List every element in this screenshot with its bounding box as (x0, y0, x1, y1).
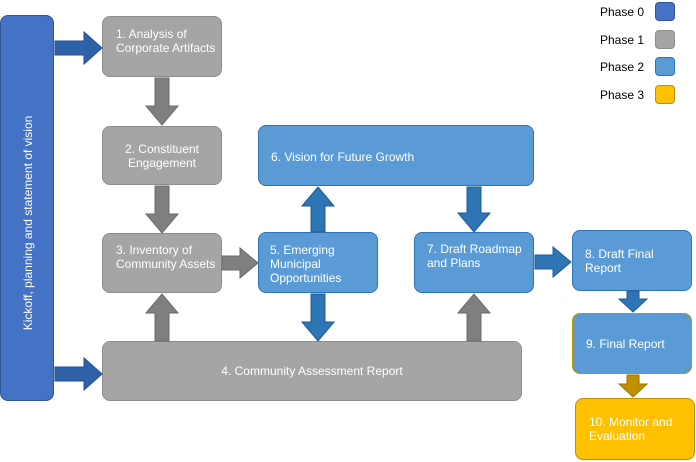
step-10-box: 10. Monitor and Evaluation (575, 398, 695, 460)
arrow-kickoff-to-step1 (54, 30, 103, 66)
step-2-box: 2. Constituent Engagement (102, 126, 222, 185)
legend-phase-3-label: Phase 3 (600, 88, 645, 102)
arrow-step4-to-step3 (144, 293, 180, 342)
step-7-box: 7. Draft Roadmap and Plans (414, 232, 534, 293)
arrow-kickoff-to-step4 (54, 356, 103, 392)
arrow-step9-to-step10 (617, 374, 649, 398)
arrow-step7-to-step8 (534, 245, 572, 279)
arrow-step4-to-step7 (456, 293, 492, 342)
step-6-label: 6. Vision for Future Growth (271, 150, 415, 164)
legend-phase-0-swatch (655, 2, 675, 21)
arrow-step6-to-step7 (456, 186, 492, 233)
arrow-step5-to-step4 (300, 293, 336, 342)
step-4-box: 4. Community Assessment Report (102, 341, 522, 401)
arrow-step1-to-step2 (144, 77, 180, 126)
legend-phase-2-label: Phase 2 (600, 60, 645, 74)
step-7-label: 7. Draft Roadmap and Plans (427, 242, 522, 270)
step-5-box: 5. Emerging Municipal Opportunities (258, 232, 378, 293)
arrow-step2-to-step3 (144, 185, 180, 234)
arrow-step8-to-step9 (617, 290, 649, 313)
arrow-step5-to-step6 (300, 186, 336, 233)
step-1-box: 1. Analysis of Corporate Artifacts (102, 16, 222, 77)
step-9-label: 9. Final Report (586, 337, 665, 351)
step-1-label: 1. Analysis of Corporate Artifacts (116, 27, 216, 55)
step-5-label: 5. Emerging Municipal Opportunities (270, 243, 342, 285)
step-10-label: 10. Monitor and Evaluation (589, 415, 673, 443)
step-6-box: 6. Vision for Future Growth (258, 125, 534, 186)
kickoff-bar: Kickoff, planning and statement of visio… (0, 15, 54, 401)
step-3-label: 3. Inventory of Community Assets (116, 243, 216, 271)
step-9-box: 9. Final Report (572, 313, 692, 374)
legend-phase-0-label: Phase 0 (600, 5, 645, 19)
legend-phase-1-label: Phase 1 (600, 33, 645, 47)
arrow-step3-to-step5 (221, 246, 259, 280)
step-8-label: 8. Draft Final Report (585, 247, 654, 275)
legend-phase-1-swatch (655, 30, 675, 49)
legend-phase-3-swatch (655, 85, 675, 104)
legend-phase-2-swatch (655, 57, 675, 76)
step-2-label: 2. Constituent Engagement (124, 141, 200, 170)
step-4-label: 4. Community Assessment Report (221, 364, 403, 378)
